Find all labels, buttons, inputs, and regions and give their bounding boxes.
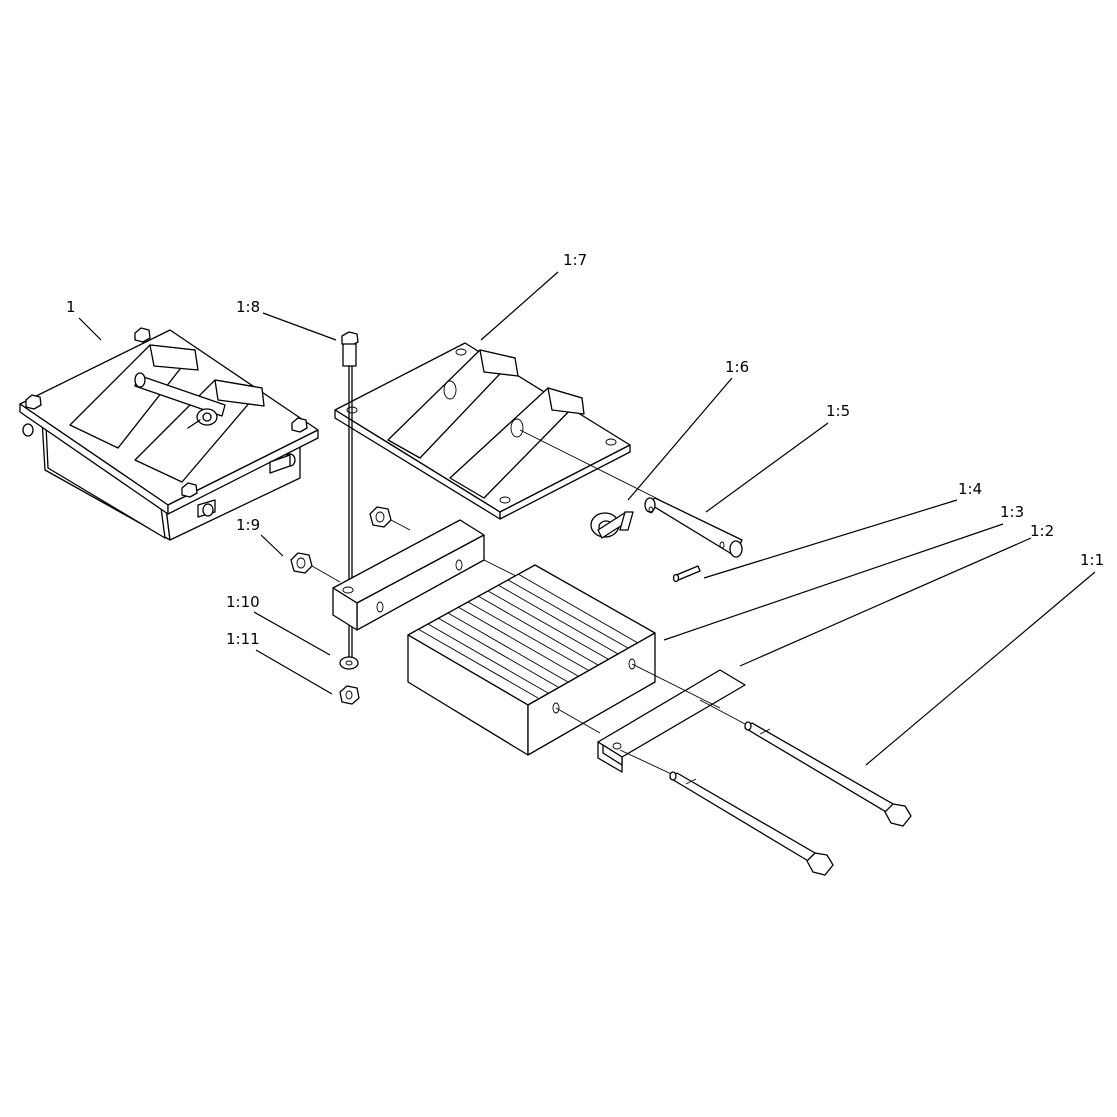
assembled-unit [19, 327, 319, 541]
callout-1-8: 1:8 [236, 298, 260, 316]
washer [339, 656, 359, 670]
lock-clip [590, 511, 634, 539]
hex-nuts [290, 506, 411, 583]
cotter-pin [672, 565, 701, 583]
angle-bracket-small [332, 519, 521, 631]
callout-1-3: 1:3 [1000, 503, 1024, 521]
top-bracket-plate [334, 342, 661, 520]
callout-1-11: 1:11 [226, 630, 260, 648]
callout-1-2: 1:2 [1030, 522, 1054, 540]
callout-1-1: 1:1 [1080, 551, 1104, 569]
callout-1-9: 1:9 [236, 516, 260, 534]
angle-bracket-large [555, 663, 746, 779]
callout-1-5: 1:5 [826, 402, 850, 420]
long-bolts [669, 721, 912, 876]
heatsink-block [407, 564, 656, 756]
callout-1-7: 1:7 [563, 251, 587, 269]
callout-labels: 1 1:8 1:7 1:6 1:5 1:4 1:3 1:2 1:1 1:9 1:… [66, 251, 1104, 648]
bottom-nut [339, 685, 360, 705]
hinge-pin [644, 497, 743, 558]
callout-1-10: 1:10 [226, 593, 260, 611]
callout-1-6: 1:6 [725, 358, 749, 376]
leader-lines [78, 271, 1096, 766]
assembled-bolts [25, 327, 308, 498]
callout-1-4: 1:4 [958, 480, 982, 498]
callout-1: 1 [66, 298, 76, 316]
